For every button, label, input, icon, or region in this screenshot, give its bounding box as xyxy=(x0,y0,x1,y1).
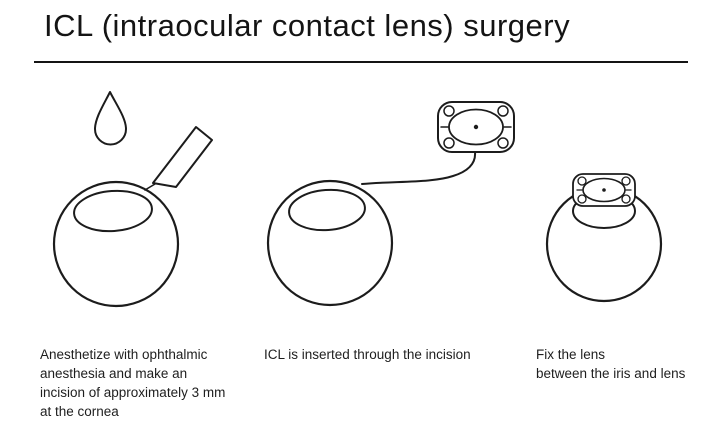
icl-lens-implanted-icon xyxy=(572,173,636,207)
step2-caption: ICL is inserted through the incision xyxy=(264,347,471,362)
eyeball-icon xyxy=(52,180,180,308)
incision-mark xyxy=(144,183,156,191)
step3-fixation-illustration xyxy=(545,173,663,303)
insertion-path-line xyxy=(361,151,477,185)
page-title: ICL (intraocular contact lens) surgery xyxy=(44,8,571,43)
step1-incision-illustration xyxy=(52,91,213,308)
anesthetic-drop-icon xyxy=(94,91,127,146)
step3-caption: Fix the lens between the iris and lens xyxy=(536,347,686,381)
step2-insertion-illustration xyxy=(266,101,515,307)
step1-caption: Anesthetize with ophthalmic anesthesia a… xyxy=(40,347,226,419)
title-underline xyxy=(34,61,688,63)
scalpel-icon xyxy=(152,126,213,188)
icl-lens-icon xyxy=(437,101,515,153)
eyeball-icon xyxy=(266,179,394,307)
